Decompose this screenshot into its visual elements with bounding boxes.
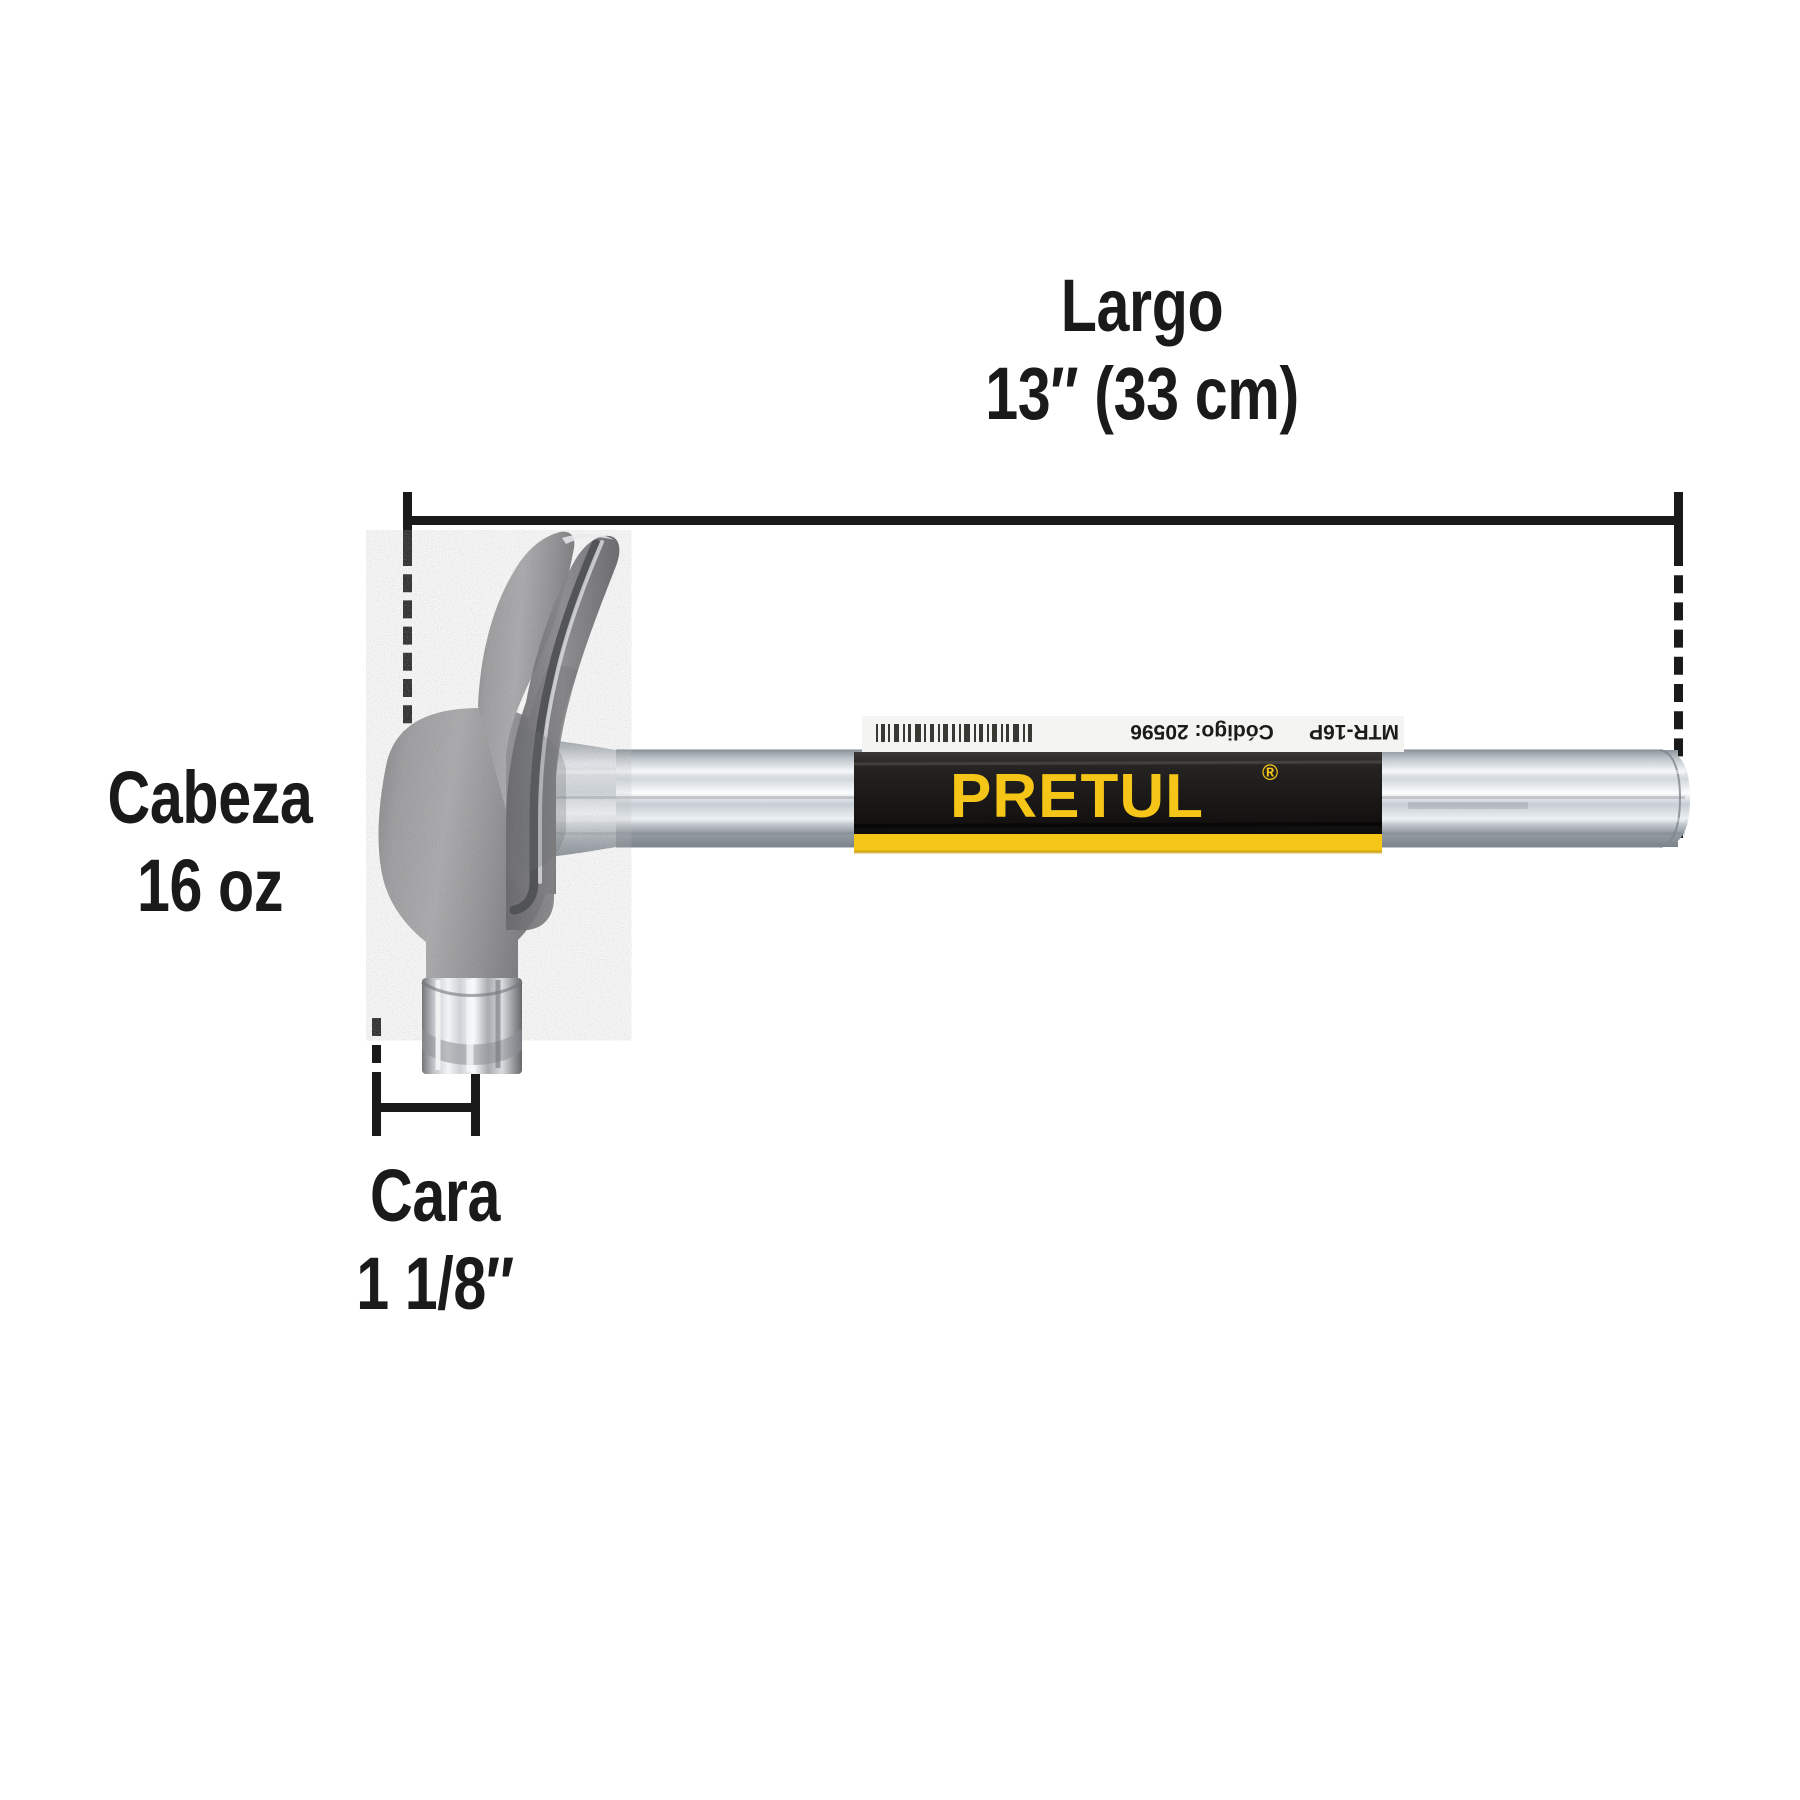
head-label-title: Cabeza — [107, 756, 313, 839]
hammer-product-image: Código: 20596 MTR-16P PRETUL ® — [330, 530, 1720, 1110]
face-dimension-line — [372, 1103, 480, 1112]
length-label-title: Largo — [1060, 264, 1224, 347]
head-label-value: 16 oz — [136, 844, 284, 927]
claw-slot — [509, 539, 604, 915]
face-label-title: Cara — [369, 1154, 501, 1237]
extension-line-handle-end — [1674, 548, 1683, 838]
catalog-code-text: Código: 20596 — [1130, 720, 1274, 743]
hammer-face — [421, 978, 523, 1074]
face-dimension-cap-left — [372, 1080, 381, 1136]
length-dimension-line — [403, 516, 1683, 525]
face-label-value: 1 1/8″ — [356, 1242, 514, 1325]
extension-line-face-left — [372, 1018, 381, 1090]
barcode-icon — [876, 724, 1032, 742]
handle-info-strip: Código: 20596 MTR-16P — [862, 716, 1404, 752]
face-dimension-cap-right — [471, 1080, 480, 1136]
model-code-text: MTR-16P — [1309, 720, 1399, 743]
brand-registered-mark: ® — [1262, 760, 1278, 785]
brand-wordmark: PRETUL — [950, 762, 1204, 831]
length-dimension-cap-left — [403, 492, 412, 550]
length-label-value: 13″ (33 cm) — [985, 352, 1299, 435]
handle-etched-text — [1408, 802, 1528, 809]
extension-line-head — [403, 548, 412, 828]
length-dimension-cap-right — [1674, 492, 1683, 550]
brand-label-band: PRETUL ® — [853, 752, 1383, 854]
